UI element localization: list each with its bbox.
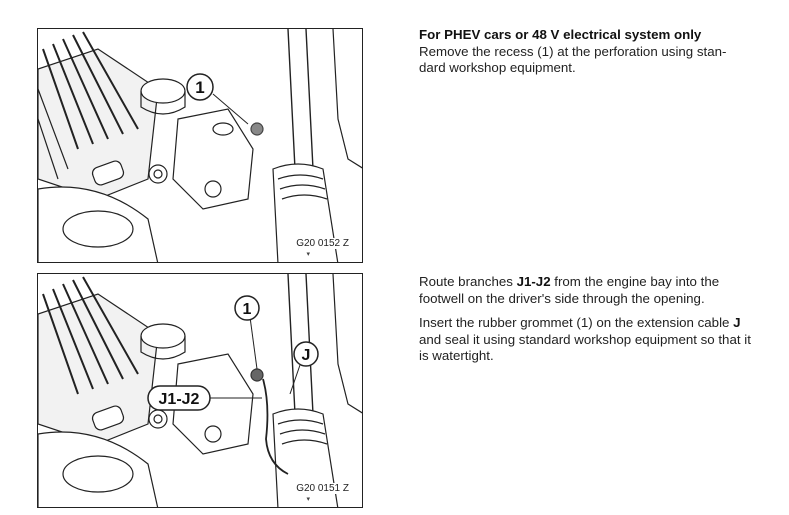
callout-circle-1	[234, 295, 260, 321]
callout-circle-j	[293, 341, 319, 367]
callout-1-label: 1	[195, 78, 204, 97]
section-heading: For PHEV cars or 48 V electrical system …	[419, 27, 702, 42]
callout-j1j2-label: J1-J2	[159, 391, 200, 408]
instruction-line-1: Remove the recess (1) at the perforation…	[419, 43, 727, 59]
text-post: from the engine bay into the footwell on…	[419, 274, 720, 306]
text-bold: J1-J2	[516, 274, 551, 289]
instruction-block-2: Route branches J1-J2 from the engine bay…	[419, 274, 764, 373]
instruction-block-1: For PHEV cars or 48 V electrical system …	[419, 27, 764, 77]
figure-mark: ▾	[306, 251, 310, 258]
text-post: and seal it using standard workshop equi…	[419, 331, 751, 364]
text-bold: J	[733, 315, 741, 330]
callout-circle-1	[186, 73, 214, 101]
instruction-line-2: dard workshop equipment.	[419, 60, 576, 75]
text-pre: Insert the rubber grommet (1) on the ext…	[419, 315, 734, 330]
instruction-route-branches: Route branches J1-J2 from the engine bay…	[419, 274, 764, 307]
engine-bay-illustration-2: 1 J J1-J2	[38, 274, 362, 507]
figure-route-branches: 1 J J1-J2 G20 0151 Z ▾	[37, 273, 363, 508]
engine-bay-illustration-1: 1	[38, 29, 362, 262]
text-pre: Route branches	[419, 274, 517, 289]
figure-mark: ▾	[306, 496, 310, 503]
figure-remove-recess: 1 G20 0152 Z ▾	[37, 28, 363, 263]
callout-1-label: 1	[243, 301, 252, 318]
callout-j-label: J	[302, 347, 311, 364]
callout-pill-j1j2	[147, 385, 211, 411]
figure-code: G20 0151 Z	[295, 483, 350, 494]
figure-code: G20 0152 Z	[295, 238, 350, 249]
instruction-insert-grommet: Insert the rubber grommet (1) on the ext…	[419, 315, 764, 365]
